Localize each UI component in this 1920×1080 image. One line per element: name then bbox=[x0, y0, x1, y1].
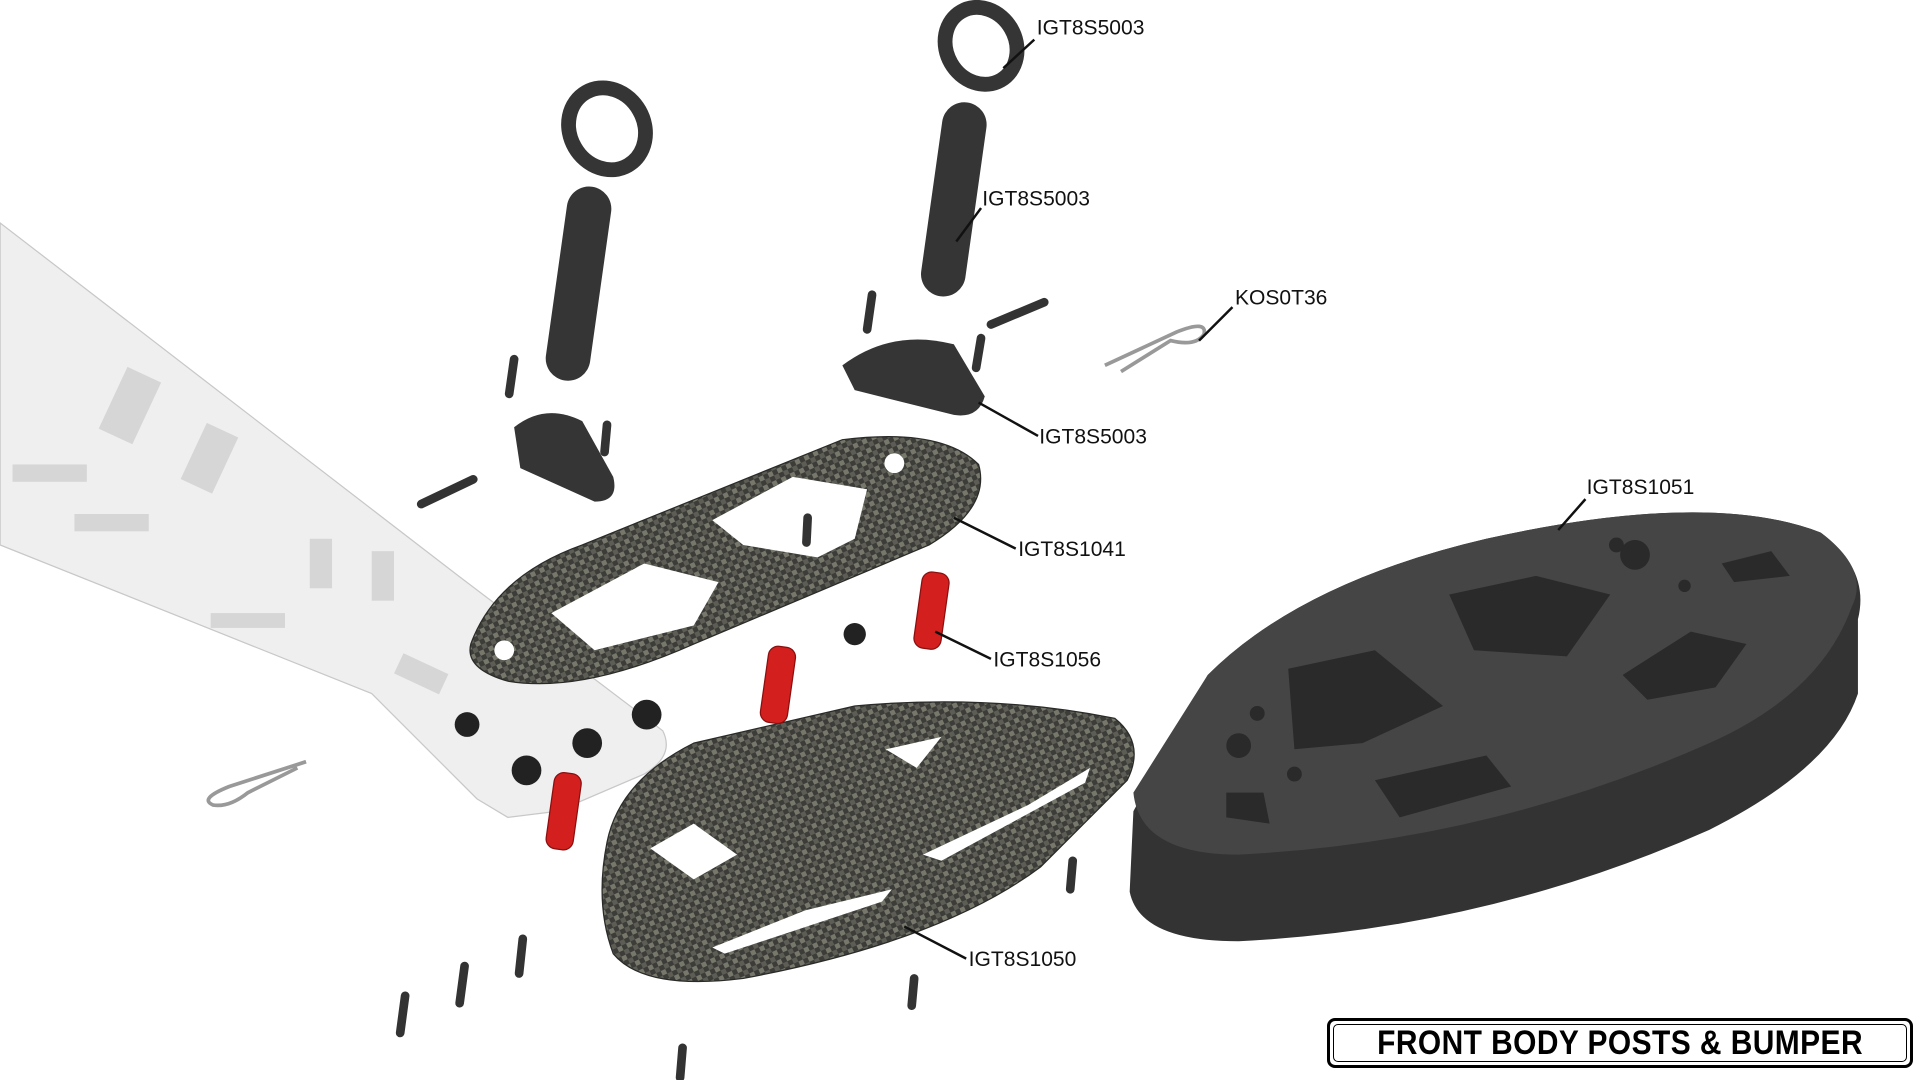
lower-bumper-plate bbox=[601, 701, 1135, 983]
lock-nuts bbox=[454, 622, 866, 786]
aluminum-standoffs bbox=[545, 571, 950, 851]
part-label: IGT8S1041 bbox=[1018, 538, 1126, 561]
screws bbox=[395, 290, 1078, 1080]
part-label: IGT8S1051 bbox=[1587, 476, 1695, 499]
part-label: KOS0T36 bbox=[1235, 287, 1327, 310]
callout-3: KOS0T36 bbox=[1198, 287, 1327, 342]
callout-4: IGT8S5003 bbox=[977, 401, 1147, 448]
callout-6: IGT8S1056 bbox=[934, 630, 1101, 671]
diagram-title: FRONT BODY POSTS & BUMPER bbox=[1377, 1023, 1863, 1062]
diagram-title-box: FRONT BODY POSTS & BUMPER bbox=[1327, 1018, 1913, 1068]
upper-bumper-plate bbox=[469, 435, 982, 685]
callout-7: IGT8S1050 bbox=[903, 925, 1077, 971]
callout-2: IGT8S5003 bbox=[955, 188, 1090, 243]
callout-1: IGT8S5003 bbox=[1002, 17, 1145, 70]
part-label: IGT8S5003 bbox=[1039, 425, 1147, 448]
foam-bumper bbox=[1129, 512, 1861, 942]
part-label: IGT8S1056 bbox=[993, 648, 1101, 671]
part-label: IGT8S5003 bbox=[1037, 17, 1145, 40]
part-label: IGT8S5003 bbox=[982, 188, 1090, 211]
part-label: IGT8S1050 bbox=[969, 948, 1077, 971]
callout-8: IGT8S1051 bbox=[1557, 476, 1695, 531]
callout-5: IGT8S1041 bbox=[953, 516, 1126, 561]
body-posts bbox=[514, 0, 1025, 502]
